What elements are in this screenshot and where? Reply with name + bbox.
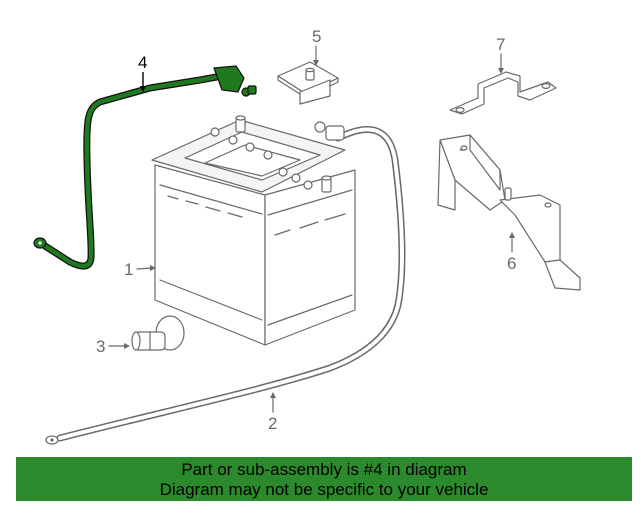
banner-line-1: Part or sub-assembly is #4 in diagram [181, 460, 467, 479]
parts-diagram: 1 2 3 4 5 6 7 [33, 27, 581, 445]
callout-4: 4 [138, 53, 147, 72]
callout-5: 5 [312, 27, 321, 46]
callout-6: 6 [507, 254, 516, 273]
callout-2: 2 [268, 414, 277, 433]
bracket-part-7[interactable] [449, 71, 557, 115]
grommet-part-3[interactable] [131, 315, 185, 351]
callout-3: 3 [96, 337, 105, 356]
negative-cable-part-4[interactable] [33, 65, 257, 270]
banner-line-2: Diagram may not be specific to your vehi… [159, 480, 489, 499]
tray-support-part-6[interactable] [437, 134, 581, 291]
callout-1: 1 [124, 260, 133, 279]
info-banner: Part or sub-assembly is #4 in diagram Di… [16, 457, 632, 501]
clamp-part-5[interactable] [277, 61, 339, 105]
cable-part-2[interactable] [45, 121, 406, 445]
battery-part-1[interactable] [151, 115, 356, 346]
callout-7: 7 [496, 35, 505, 54]
